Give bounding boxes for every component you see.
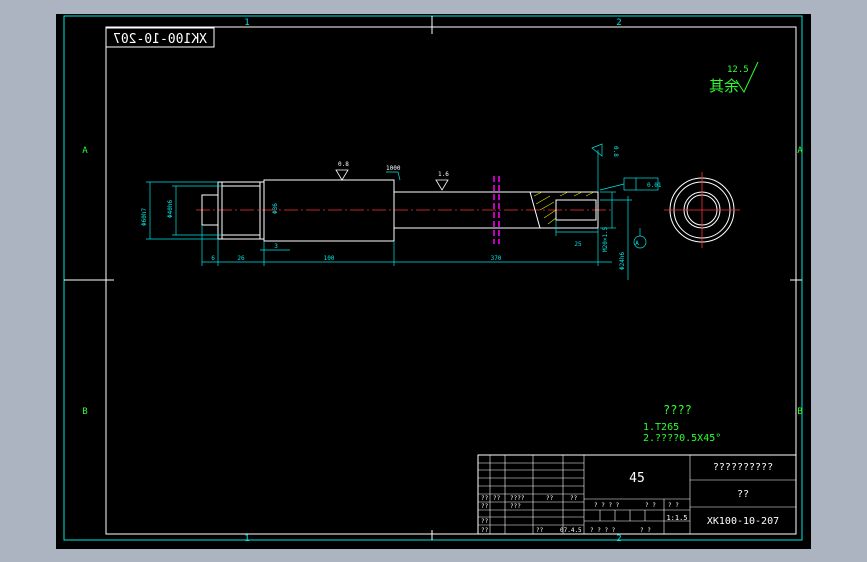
roughness-symbol-icon [735,61,759,94]
left-hub [201,194,219,226]
svg-text:? ?: ? ? [640,527,651,534]
svg-text:? ?: ? ? [645,502,656,509]
dim-dia-body: Φ40h6 [167,200,174,218]
svg-text:??: ?? [481,518,489,525]
notes-heading: ???? [663,403,692,417]
mirrored-drawing-number: XK100-10-207 [113,32,207,47]
roughness-note-label: 其余 [709,77,739,95]
zone-col-1-top: 1 [244,18,249,28]
dimension-lines [146,143,659,280]
rough-value-2: 1.6 [438,171,449,178]
rough-value-1: 0.8 [338,161,349,168]
zone-row-b-left: B [82,407,87,417]
roughness-symbol-1-icon [335,169,349,181]
svg-text:??: ?? [546,495,554,502]
svg-text:??: ?? [493,495,501,502]
scale: 1:1.5 [666,514,687,522]
gtol-length: 1000 [386,165,401,172]
svg-text:? ? ? ?: ? ? ? ? [594,502,620,509]
svg-text:???: ??? [510,503,521,510]
left-collar [217,181,265,240]
drawing-number: XK100-10-207 [707,516,779,527]
svg-text:??: ?? [536,527,544,534]
dim-len-3: 3 [274,243,278,250]
notes-line-2: 2.????0.5X45° [643,433,721,444]
inner-border [105,26,797,535]
svg-text:07.4.5: 07.4.5 [560,527,582,534]
dim-dia-outer: Φ60h7 [141,208,148,226]
part-name: ?????????? [713,462,773,473]
mirrored-number-box [105,27,215,48]
svg-text:??: ?? [481,495,489,502]
dim-len-6: 6 [211,255,215,262]
outer-border [63,15,803,541]
gtol-value: 0.01 [647,182,662,189]
end-view [664,172,740,248]
rough-value-3: 0.8 [612,146,619,157]
zone-col-2-top: 2 [616,18,621,28]
dimension-texts: Φ60h7 Φ40h6 Φ36 6 26 3 100 370 25 M20×1.… [141,146,662,270]
dim-len-26: 26 [237,255,245,262]
zone-col-1-bottom: 1 [244,534,249,544]
unit-name: ?? [737,489,749,500]
notes-line-1: 1.T265 [643,422,679,433]
zone-row-b-right: B [797,407,802,417]
svg-text:????: ???? [510,495,525,502]
datum-letter: A [635,240,639,247]
zone-col-2-bottom: 2 [616,534,621,544]
drawing-sheet: 1 2 1 2 A A B B XK100-10-207 其余 12.5 [56,14,811,549]
dim-dia-right-1: M20×1.5 [602,226,609,252]
cad-drawing: 1 2 1 2 A A B B XK100-10-207 其余 12.5 [63,15,803,544]
dim-dia-bore: Φ36 [272,203,279,214]
roughness-note-value: 12.5 [727,65,749,75]
leader-1000 [386,171,401,181]
svg-text:? ? ? ?: ? ? ? ? [590,527,616,534]
svg-text:??: ?? [570,495,578,502]
zone-row-a-left: A [82,146,88,156]
section-hatching [533,191,595,225]
dim-len-shaft: 370 [491,255,502,262]
main-body [263,179,395,242]
dim-dia-right-2: Φ24h6 [619,252,626,270]
title-block-labels: ?? ?? ???? ?? ?? ?? ??? ?? ?? ?? 07.4.5 … [481,495,679,534]
zone-row-a-right: A [797,146,803,156]
svg-text:??: ?? [481,503,489,510]
material: 45 [629,471,645,486]
roughness-symbol-2-icon [435,179,449,191]
svg-text:? ?: ? ? [668,502,679,509]
dim-len-100: 100 [324,255,335,262]
svg-text:??: ?? [481,527,489,534]
mirrored-number-group: XK100-10-207 [113,32,207,47]
title-block: 45 ?????????? ?? XK100-10-207 1:1.5 ?? ?… [477,454,797,535]
dim-len-bore: 25 [574,241,582,248]
